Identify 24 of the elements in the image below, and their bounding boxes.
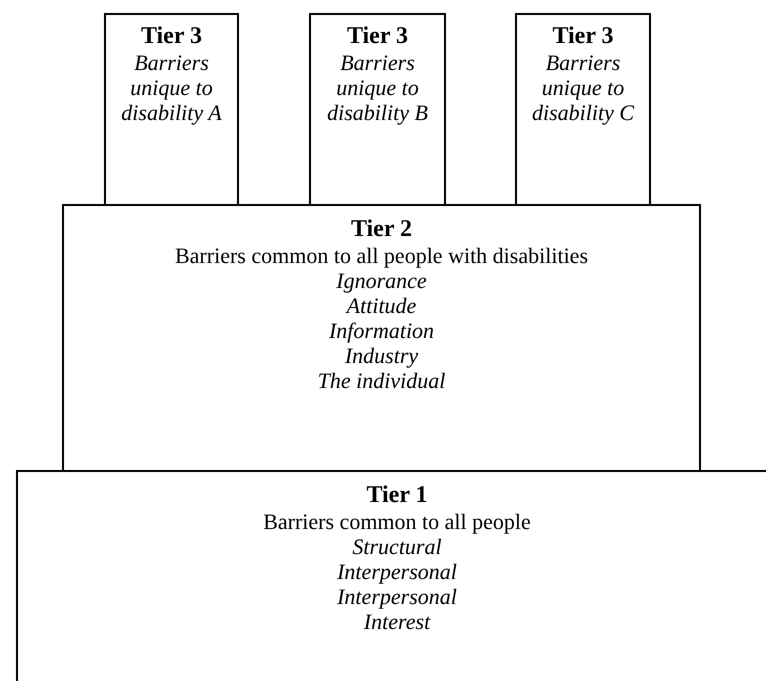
tier-heading: Tier 3	[551, 23, 615, 50]
tier-box	[104, 13, 239, 206]
barrier-item: Structural	[351, 534, 443, 559]
tier-description: Barriers common to all people	[262, 509, 532, 534]
barrier-item: Barriers unique to disability A	[120, 50, 223, 125]
tier-heading: Tier 1	[365, 482, 429, 509]
barrier-item: Barriers unique to disability C	[530, 50, 636, 125]
barrier-item: Industry	[344, 343, 420, 368]
barrier-item: Attitude	[344, 293, 418, 318]
barrier-item: Interpersonal	[336, 584, 458, 609]
barrier-item: The individual	[316, 368, 446, 393]
barrier-item: Interpersonal	[336, 559, 458, 584]
tier-heading: Tier 3	[140, 23, 204, 50]
tier-heading: Tier 2	[350, 216, 414, 243]
tier-box	[62, 204, 701, 472]
tier-heading: Tier 3	[346, 23, 410, 50]
tier-description: Barriers common to all people with disabilities	[174, 243, 590, 268]
barrier-item: Interest	[362, 609, 432, 634]
tier-box	[309, 13, 446, 206]
barrier-item: Ignorance	[335, 268, 428, 293]
tier-box	[16, 470, 766, 681]
tier-box	[515, 13, 651, 206]
barrier-item: Barriers unique to disability B	[326, 50, 429, 125]
barrier-item: Information	[328, 318, 436, 343]
